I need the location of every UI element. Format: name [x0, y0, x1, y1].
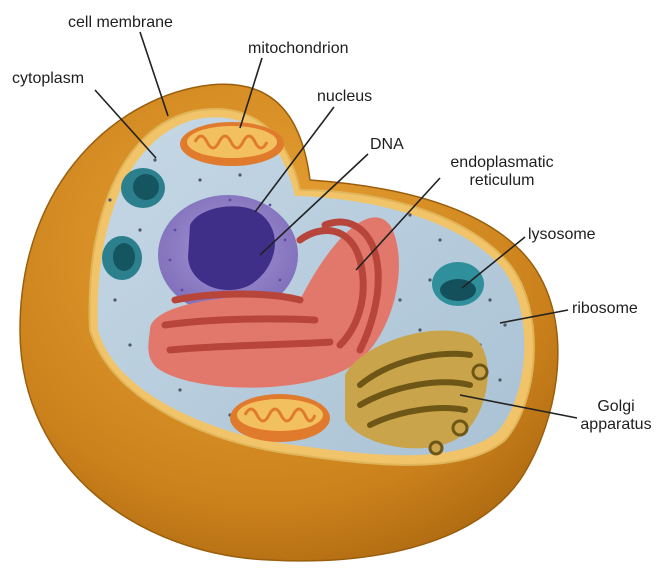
leader-lysosome — [461, 236, 526, 289]
golgi-apparatus — [345, 330, 489, 456]
label-er-line2: reticulum — [469, 172, 535, 189]
vesicle-lower-left — [102, 236, 142, 280]
leader-golgi — [459, 394, 578, 419]
endoplasmic-reticulum — [148, 217, 399, 388]
leader-ribosome — [499, 309, 569, 324]
label-lysosome: lysosome — [528, 226, 596, 243]
label-er: endoplasmatic reticulum — [442, 154, 562, 190]
leader-dna — [259, 153, 369, 256]
label-golgi-line2: apparatus — [580, 416, 652, 433]
mitochondrion-top — [180, 122, 284, 166]
label-golgi: Golgi apparatus — [574, 398, 658, 434]
label-cell-membrane: cell membrane — [68, 14, 173, 31]
leader-nucleus — [254, 106, 335, 213]
label-mitochondrion: mitochondrion — [248, 40, 349, 57]
lysosome — [432, 262, 484, 306]
label-dna: DNA — [370, 136, 404, 153]
vesicle-upper-left — [121, 168, 165, 208]
leader-lines — [94, 31, 578, 419]
nucleus — [158, 195, 298, 315]
label-er-line1: endoplasmatic — [450, 154, 554, 171]
leader-cell-membrane — [139, 31, 169, 117]
label-ribosome: ribosome — [572, 300, 638, 317]
label-cytoplasm: cytoplasm — [12, 70, 85, 87]
mitochondrion-bottom — [230, 394, 330, 442]
leader-mitochondrion — [239, 57, 263, 129]
leader-cytoplasm — [94, 89, 157, 159]
leader-er — [355, 177, 441, 271]
label-golgi-line1: Golgi — [597, 398, 635, 415]
label-nucleus: nucleus — [317, 88, 373, 105]
